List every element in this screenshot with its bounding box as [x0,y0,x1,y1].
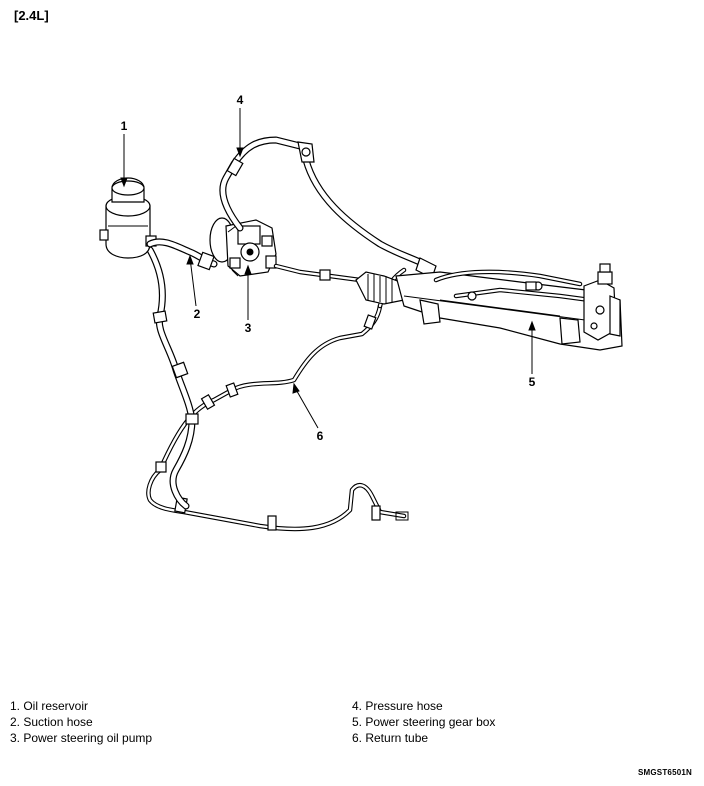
reservoir-return-hose [146,246,199,510]
power-steering-diagram: 1 2 3 4 5 6 [99,93,623,532]
callout-5: 5 [529,375,536,389]
legend-item-pressure-hose: 4. Pressure hose [352,699,443,713]
oil-reservoir [99,177,157,259]
callout-3: 3 [245,321,252,335]
callout-6: 6 [317,429,324,443]
feed-line [273,263,363,283]
callout-1: 1 [121,119,128,133]
legend-item-gear-box: 5. Power steering gear box [352,715,496,729]
callout-leaders [120,108,536,429]
engine-tag: [2.4L] [14,8,49,23]
legend-item-oil-reservoir: 1. Oil reservoir [10,699,89,713]
figure-code: SMGST6501N [637,768,692,777]
legend-item-return-tube: 6. Return tube [352,731,429,745]
legend-right: 4. Pressure hose 5. Power steering gear … [352,698,495,746]
callout-4: 4 [237,93,244,107]
power-steering-gear-box [355,263,623,351]
legend-item-suction-hose: 2. Suction hose [10,715,93,729]
legend-left: 1. Oil reservoir 2. Suction hose 3. Powe… [10,698,152,746]
suction-hose [146,238,218,271]
power-steering-oil-pump [209,217,277,277]
callout-2: 2 [194,307,201,321]
callout-numbers: 1 2 3 4 5 6 [121,93,536,443]
legend-item-oil-pump: 3. Power steering oil pump [10,731,153,745]
